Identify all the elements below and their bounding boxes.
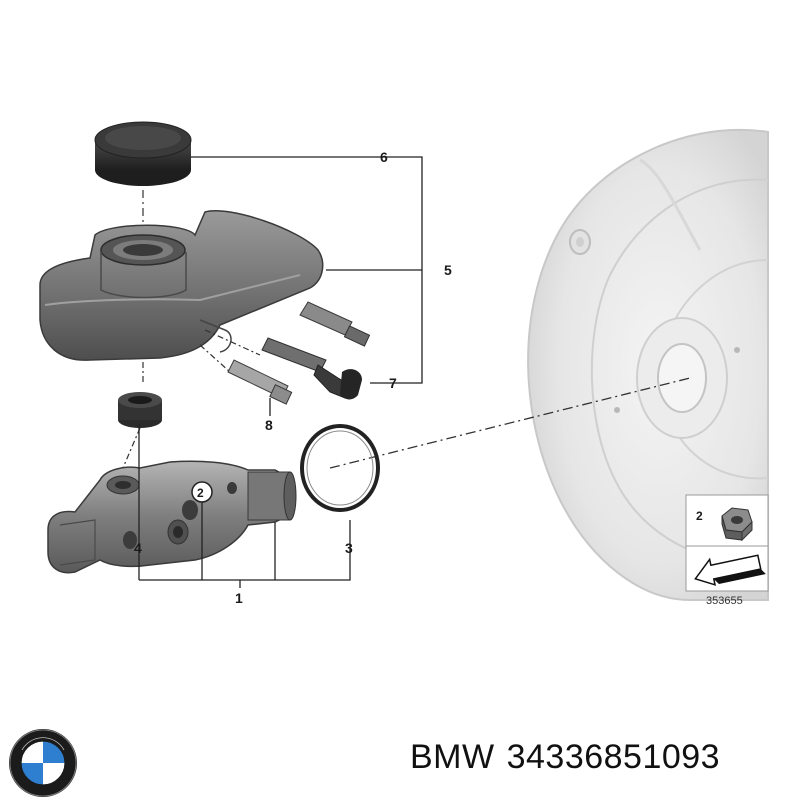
screw-plug [199, 344, 293, 405]
callout-label-7: 7 [389, 375, 397, 391]
callout-label-8: 8 [265, 417, 273, 433]
inset-callout-label: 2 [696, 509, 703, 523]
product-caption: BMW 34336851093 [410, 738, 732, 777]
hex-nut-icon [721, 507, 753, 542]
callout-2-circle [191, 481, 213, 503]
brake-master-cylinder [47, 460, 297, 574]
reservoir-grommet [118, 362, 162, 476]
direction-arrow-icon [694, 554, 766, 586]
part-number: 34336851093 [506, 738, 721, 776]
callout-label-3: 3 [345, 540, 353, 556]
fluid-level-sensor [204, 329, 362, 400]
inset-panel: 2 353655 [685, 494, 769, 607]
leader-lines [138, 156, 423, 588]
callout-label-1: 1 [235, 590, 243, 606]
bmw-roundel-icon [9, 729, 77, 797]
brake-fluid-reservoir [39, 210, 371, 361]
callout-label-4: 4 [134, 540, 142, 556]
callout-label-6: 6 [380, 149, 388, 165]
o-ring-seal [300, 424, 380, 512]
assembly-axis-line [329, 377, 691, 469]
reservoir-cap [94, 121, 192, 186]
callout-label-5: 5 [444, 262, 452, 278]
brake-booster [527, 128, 769, 601]
brand-name: BMW [410, 738, 495, 776]
callout-label-2: 2 [197, 486, 204, 500]
inset-diagram-code: 353655 [706, 595, 743, 607]
